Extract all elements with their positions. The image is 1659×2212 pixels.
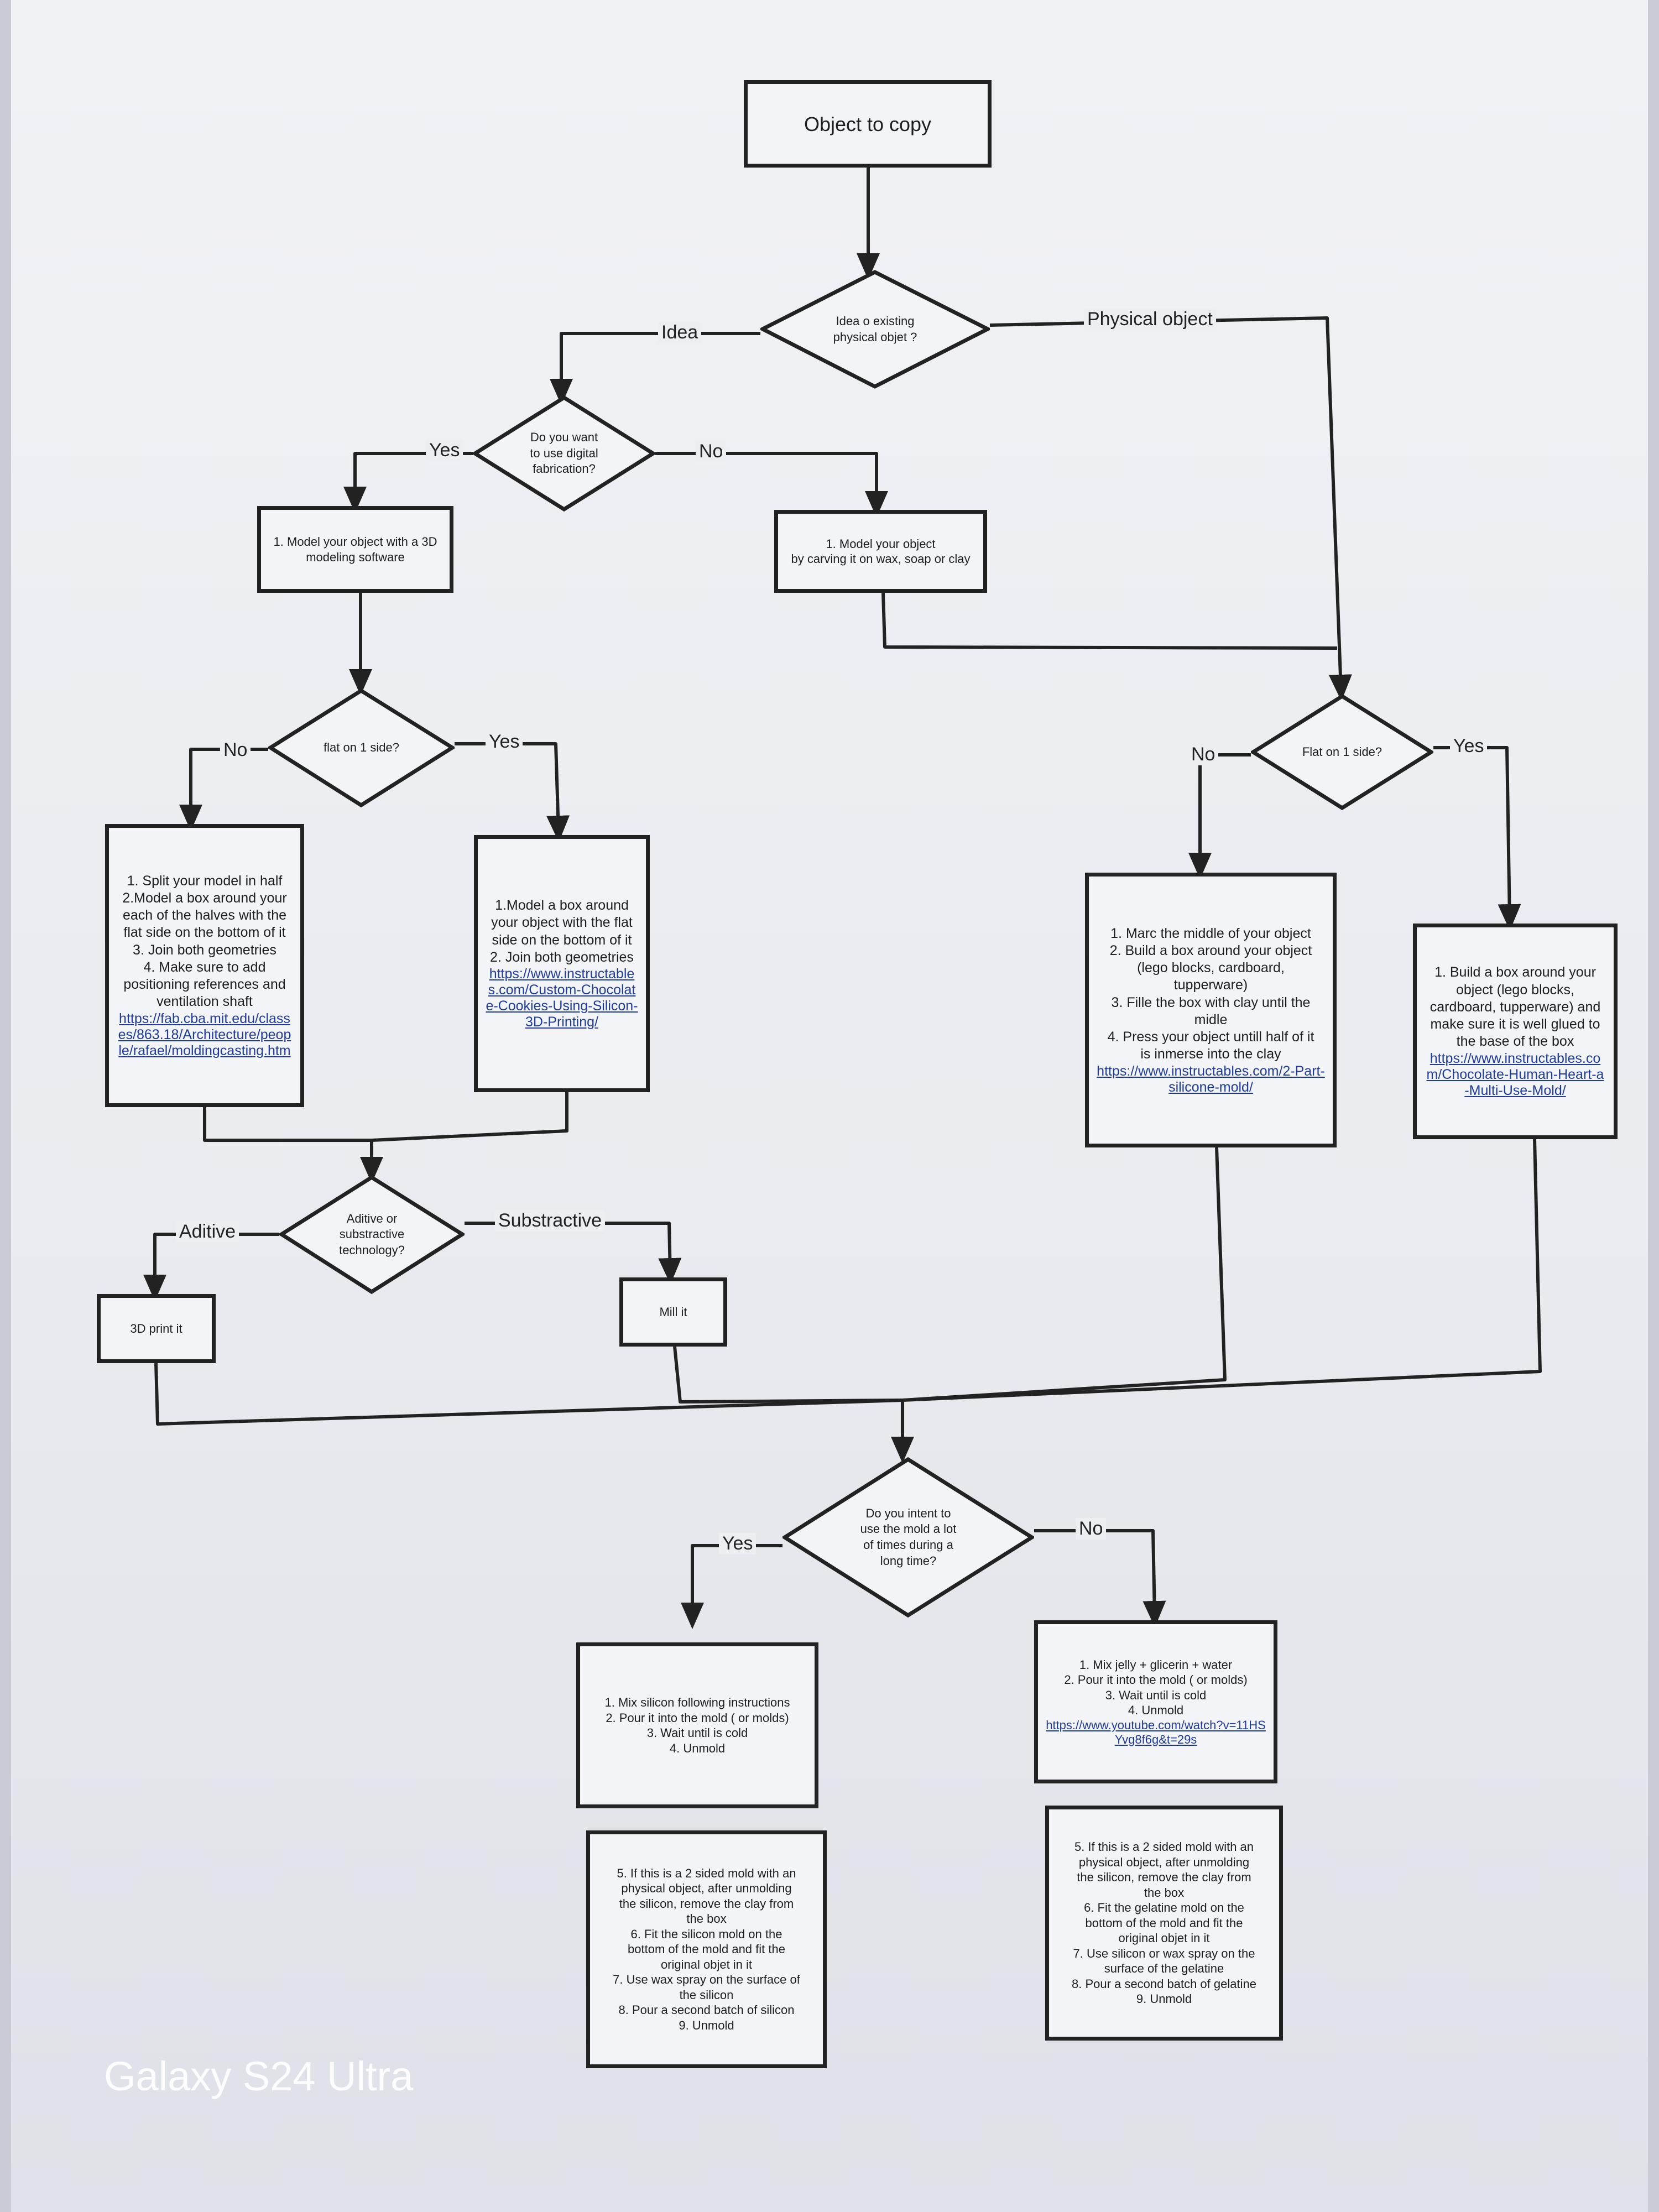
jelly-steps-box: 1. Mix jelly + glicerin + water 2. Pour … bbox=[1034, 1620, 1277, 1783]
camera-watermark: Galaxy S24 Ultra bbox=[104, 2053, 414, 2099]
carve-text: 1. Model your object by carving it on wa… bbox=[791, 536, 971, 566]
jelly-steps-text: 1. Mix jelly + glicerin + water 2. Pour … bbox=[1064, 1657, 1248, 1718]
print-3d-text: 3D print it bbox=[130, 1321, 182, 1335]
edge-label-idea: Idea bbox=[658, 322, 702, 343]
decision-idea-label: Idea o existing physical objet ? bbox=[833, 314, 917, 344]
mill-text: Mill it bbox=[659, 1305, 687, 1319]
edge-label-yes-flat-left: Yes bbox=[486, 731, 523, 753]
split-model-text: 1. Split your model in half 2.Model a bo… bbox=[122, 873, 287, 1010]
marc-middle-text: 1. Marc the middle of your object 2. Bui… bbox=[1107, 925, 1314, 1062]
edge-label-physical: Physical object bbox=[1084, 309, 1216, 330]
model-3d-text: 1. Model your object with a 3D modeling … bbox=[273, 535, 437, 564]
edge-label-no-digital: No bbox=[696, 441, 727, 462]
decision-use-often: Do you intent to use the mold a lot of t… bbox=[782, 1457, 1034, 1618]
silicon-steps2-text: 5. If this is a 2 sided mold with an phy… bbox=[613, 1866, 800, 2032]
flat-right-label: Flat on 1 side? bbox=[1302, 744, 1383, 759]
silicon-steps-text: 1. Mix silicon following instructions 2.… bbox=[604, 1695, 790, 1755]
edge-marc-to-merge bbox=[902, 1147, 1227, 1402]
edge-yes-flat-right bbox=[1433, 746, 1521, 931]
jelly-steps2-text: 5. If this is a 2 sided mold with an phy… bbox=[1072, 1840, 1256, 2006]
edge-print-to-merge bbox=[154, 1363, 903, 1426]
build-box-text: 1. Build a box around your object (lego … bbox=[1430, 964, 1601, 1050]
flat-left-label: flat on 1 side? bbox=[324, 740, 399, 755]
start-node: Object to copy bbox=[744, 80, 992, 168]
use-often-label: Do you intent to use the mold a lot of t… bbox=[860, 1506, 957, 1568]
split-model-box: 1. Split your model in half 2.Model a bo… bbox=[105, 824, 304, 1107]
split-model-link[interactable]: https://fab.cba.mit.edu/classes/863.18/A… bbox=[118, 1010, 291, 1058]
build-box-link[interactable]: https://www.instructables.com/Chocolate-… bbox=[1426, 1050, 1604, 1098]
carve-box: 1. Model your object by carving it on wa… bbox=[774, 510, 987, 593]
jelly-steps-link[interactable]: https://www.youtube.com/watch?v=11HSYvg8… bbox=[1046, 1718, 1266, 1746]
edge-label-no-use: No bbox=[1076, 1518, 1107, 1540]
model-box-text: 1.Model a box around your object with th… bbox=[490, 898, 634, 965]
start-label: Object to copy bbox=[804, 112, 932, 135]
edge-buildbox-to-merge bbox=[902, 1139, 1542, 1402]
edge-mill-to-merge bbox=[673, 1346, 903, 1404]
edge-label-no-flat-left: No bbox=[220, 739, 251, 761]
edge-no-digital bbox=[655, 452, 888, 518]
silicon-steps-box: 1. Mix silicon following instructions 2.… bbox=[576, 1642, 818, 1808]
edge-label-aditive: Aditive bbox=[176, 1221, 239, 1243]
decision-flat-right: Flat on 1 side? bbox=[1251, 694, 1433, 810]
edge-split-merge bbox=[203, 1107, 372, 1142]
edge-no-flat-right bbox=[1188, 753, 1251, 879]
edge-label-yes-use: Yes bbox=[719, 1533, 757, 1554]
edge-label-yes-digital: Yes bbox=[426, 440, 463, 461]
decision-flat-left: flat on 1 side? bbox=[268, 688, 455, 807]
marc-middle-link[interactable]: https://www.instructables.com/2-Part-sil… bbox=[1097, 1063, 1325, 1095]
silicon-steps2-box: 5. If this is a 2 sided mold with an phy… bbox=[586, 1830, 827, 2068]
decision-digital-fabrication: Do you want to use digital fabrication? bbox=[473, 395, 655, 512]
edge-physical bbox=[989, 316, 1352, 701]
edge-label-substractive: Substractive bbox=[495, 1210, 606, 1232]
edge-aditive bbox=[143, 1233, 279, 1301]
edge-carve-to-flat bbox=[881, 592, 1338, 650]
model-box-node: 1.Model a box around your object with th… bbox=[474, 835, 650, 1092]
edge-no-use bbox=[1034, 1529, 1166, 1627]
edge-yes-use bbox=[681, 1544, 782, 1629]
model-box-link[interactable]: https://www.instructables.com/Custom-Cho… bbox=[486, 966, 638, 1030]
print-3d-box: 3D print it bbox=[97, 1294, 216, 1363]
decision-technology: Aditive or substractive technology? bbox=[279, 1175, 465, 1294]
edge-label-no-flat-right: No bbox=[1188, 744, 1219, 765]
decision-digital-label: Do you want to use digital fabrication? bbox=[530, 430, 598, 476]
edge-label-yes-flat-right: Yes bbox=[1450, 735, 1488, 757]
marc-middle-box: 1. Marc the middle of your object 2. Bui… bbox=[1085, 873, 1337, 1147]
technology-label: Aditive or substractive technology? bbox=[339, 1211, 405, 1257]
edge-yes-flat-left bbox=[455, 742, 570, 842]
decision-idea-or-physical: Idea o existing physical objet ? bbox=[760, 270, 990, 389]
edge-modelbox-merge bbox=[371, 1092, 568, 1142]
model-3d-box: 1. Model your object with a 3D modeling … bbox=[257, 506, 453, 593]
jelly-steps2-box: 5. If this is a 2 sided mold with an phy… bbox=[1045, 1806, 1283, 2041]
build-box-node: 1. Build a box around your object (lego … bbox=[1413, 924, 1618, 1139]
mill-box: Mill it bbox=[619, 1277, 727, 1347]
